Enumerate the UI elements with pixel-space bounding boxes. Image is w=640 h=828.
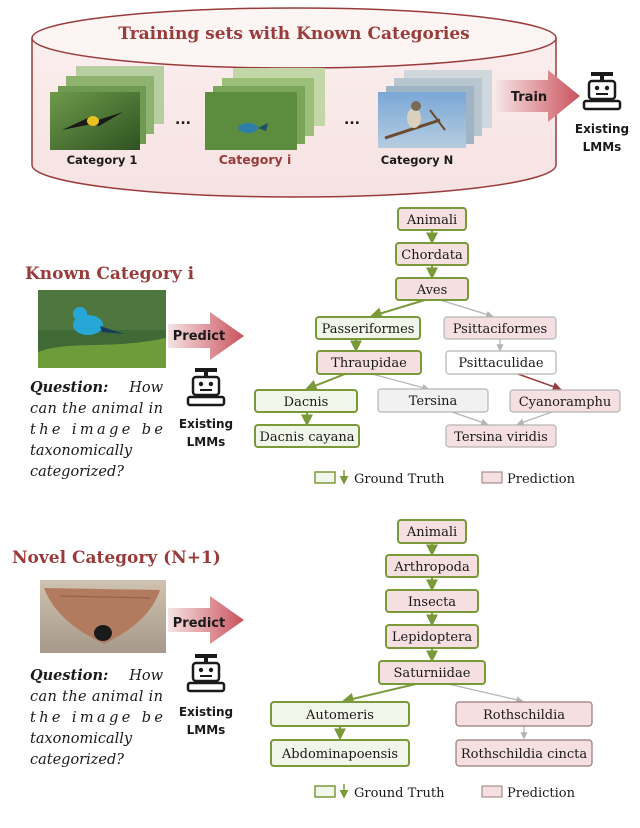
legend-prediction-label: Prediction: [507, 472, 576, 487]
legend-ground-truth-swatch: [314, 785, 336, 798]
known-predict-arrow: [168, 312, 244, 360]
novel-node-rothschildia-cincta-label: Rothschildia cincta: [461, 747, 588, 762]
known-node-aves: Aves: [395, 277, 469, 301]
known-node-tersina-viridis: Tersina viridis: [445, 424, 557, 448]
novel-question-line: can the animal in: [30, 689, 163, 705]
category-n-image-stack: [378, 70, 492, 148]
known-question-line: can the animal in: [30, 401, 163, 417]
known-predict-label: Predict: [173, 329, 225, 344]
robot-icon: [186, 654, 226, 693]
legend-prediction-swatch: [481, 471, 503, 484]
novel-moth-photo: [40, 580, 166, 653]
novel-node-arthropoda-label: Arthropoda: [393, 560, 470, 575]
train-model-label-line2: LMMs: [583, 140, 622, 154]
known-node-psittaciformes-label: Psittaciformes: [453, 322, 547, 337]
novel-node-saturniidae-label: Saturniidae: [394, 666, 471, 681]
known-node-passeriformes: Passeriformes: [315, 316, 421, 340]
novel-question-line: taxonomically: [30, 731, 133, 747]
known-node-dacnis-label: Dacnis: [284, 395, 329, 410]
known-node-dacnis-cayana: Dacnis cayana: [254, 424, 360, 448]
ellipsis-1: ...: [175, 112, 191, 128]
ellipsis-2: ...: [344, 112, 360, 128]
novel-node-automeris-label: Automeris: [305, 708, 374, 723]
training-title: Training sets with Known Categories: [118, 24, 469, 44]
category-i-label: Category i: [219, 152, 292, 167]
known-heading: Known Category i: [25, 264, 195, 284]
novel-node-animali: Animali: [397, 519, 467, 544]
known-node-tersina-label: Tersina: [409, 394, 458, 409]
novel-node-arthropoda: Arthropoda: [385, 554, 479, 578]
novel-heading: Novel Category (N+1): [12, 548, 221, 568]
known-node-psittaciformes: Psittaciformes: [443, 316, 557, 340]
novel-question-label: Question:: [30, 667, 108, 684]
novel-node-animali-label: Animali: [406, 525, 457, 540]
category-1-label: Category 1: [67, 153, 138, 167]
train-model-label-line1: Existing: [575, 122, 629, 136]
novel-node-abdominapoensis-label: Abdominapoensis: [281, 747, 398, 762]
known-model-label-line2: LMMs: [187, 435, 226, 449]
novel-node-lepidoptera-label: Lepidoptera: [392, 630, 472, 645]
novel-node-insecta: Insecta: [385, 589, 479, 613]
known-node-psittaculidae: Psittaculidae: [445, 350, 557, 375]
known-node-cyanoramphu-label: Cyanoramphu: [519, 395, 612, 410]
train-label: Train: [511, 90, 547, 105]
category-n-label: Category N: [381, 153, 453, 167]
novel-model-label-line1: Existing: [179, 705, 233, 719]
known-question-line: the image be: [30, 422, 163, 438]
known-node-psittaculidae-label: Psittaculidae: [458, 356, 543, 371]
legend-ground-truth-label: Ground Truth: [354, 472, 445, 487]
known-node-aves-label: Aves: [416, 283, 448, 298]
known-node-thraupidae: Thraupidae: [316, 350, 422, 375]
known-node-tersina: Tersina: [377, 388, 489, 413]
known-question: Question: How can the animal in the imag…: [30, 379, 164, 480]
novel-predict-label: Predict: [173, 616, 225, 631]
known-node-animali-label: Animali: [406, 213, 457, 228]
known-legend: Ground Truth Prediction: [314, 470, 576, 487]
robot-icon: [186, 368, 226, 407]
category-1-image-stack: [50, 66, 164, 150]
novel-model-label-line2: LMMs: [187, 723, 226, 737]
legend-ground-truth-label: Ground Truth: [354, 786, 445, 801]
known-node-tersina-viridis-label: Tersina viridis: [454, 430, 548, 445]
known-question-line: categorized?: [30, 464, 124, 480]
novel-question-line: How: [128, 668, 163, 684]
category-i-image-stack: [205, 68, 325, 150]
novel-node-rothschildia-label: Rothschildia: [483, 708, 565, 723]
legend-prediction-swatch: [481, 785, 503, 798]
novel-node-abdominapoensis: Abdominapoensis: [270, 739, 410, 767]
known-node-dacnis-cayana-label: Dacnis cayana: [259, 430, 354, 445]
known-node-thraupidae-label: Thraupidae: [331, 356, 407, 371]
robot-icon: [582, 72, 622, 111]
legend-ground-truth-swatch: [314, 471, 336, 484]
novel-question: Question: How can the animal in the imag…: [30, 667, 164, 768]
known-tree-edges: [301, 230, 562, 427]
known-node-dacnis: Dacnis: [254, 389, 358, 413]
known-node-cyanoramphu: Cyanoramphu: [509, 389, 621, 413]
known-node-chordata: Chordata: [395, 242, 469, 266]
known-question-line: taxonomically: [30, 443, 133, 459]
known-node-animali: Animali: [397, 207, 467, 231]
legend-prediction-label: Prediction: [507, 786, 576, 801]
known-question-label: Question:: [30, 379, 108, 396]
known-question-line: How: [128, 380, 163, 396]
known-node-chordata-label: Chordata: [401, 248, 463, 263]
novel-node-rothschildia-cincta: Rothschildia cincta: [455, 739, 593, 767]
novel-tree-edges: [334, 543, 528, 741]
train-arrow: [496, 70, 580, 122]
novel-node-insecta-label: Insecta: [408, 595, 456, 610]
novel-legend: Ground Truth Prediction: [314, 784, 576, 801]
novel-node-automeris: Automeris: [270, 701, 410, 727]
novel-question-line: categorized?: [30, 752, 124, 768]
known-node-passeriformes-label: Passeriformes: [322, 322, 415, 337]
known-model-label-line1: Existing: [179, 417, 233, 431]
novel-predict-arrow: [168, 596, 244, 644]
novel-node-saturniidae: Saturniidae: [378, 660, 486, 685]
known-bird-photo: [38, 290, 166, 368]
novel-node-lepidoptera: Lepidoptera: [385, 624, 479, 649]
novel-node-rothschildia: Rothschildia: [455, 701, 593, 727]
novel-question-line: the image be: [30, 710, 163, 726]
